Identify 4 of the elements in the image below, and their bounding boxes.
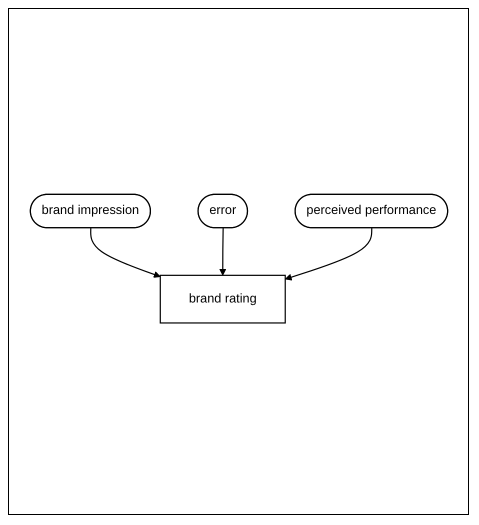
arrow bbox=[284, 228, 372, 281]
arrow bbox=[218, 228, 226, 276]
arrow bbox=[90, 228, 160, 278]
node-box: brand rating bbox=[159, 275, 286, 324]
